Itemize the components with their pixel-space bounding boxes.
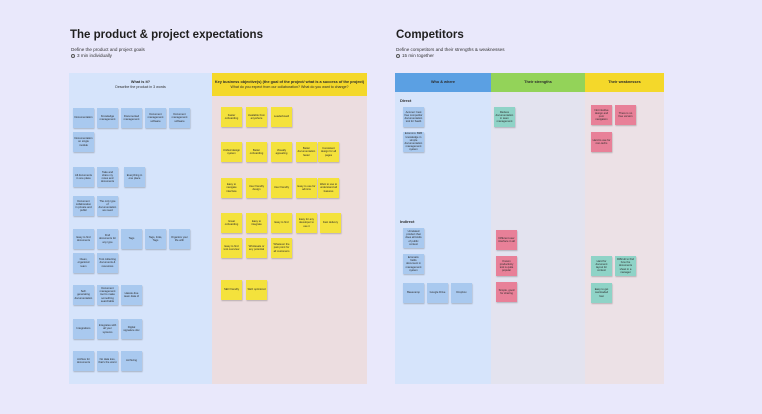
sticky-note[interactable]: Easy to integrate [246,213,267,233]
sticky-note[interactable]: Faster onboarding [221,107,242,127]
sticky-note[interactable]: Hassle-free team data of [121,285,142,305]
sticky-note[interactable]: Archive for documents [73,351,94,371]
sticky-note[interactable]: Integrates with all your systems [97,319,118,339]
sticky-note[interactable]: Ecommo: B2B knowledge in simple document… [403,132,424,152]
sticky-note[interactable]: Better documentation faster [296,142,317,162]
sticky-note[interactable]: Clean, organized team [73,253,94,273]
sticky-note[interactable]: Hard to use for non-techs [591,132,612,152]
sticky-note[interactable]: Reduce documentation in team management [494,107,515,127]
sticky-note[interactable]: Documented management [121,108,142,128]
sticky-note[interactable]: User friendly design [246,178,267,198]
weaknesses-header: Their weaknesses [585,73,664,92]
sticky-note[interactable]: No data loss, that's the worst [97,351,118,371]
sticky-note[interactable]: Easy to use for admins [296,178,317,198]
sticky-note[interactable]: SEO optimized [246,280,267,300]
weaknesses-heading: Their weaknesses [608,79,641,84]
sticky-note[interactable]: Dropbox [451,283,472,303]
sticky-note[interactable]: Hard for document layout for context [591,256,612,276]
left-board-timer: 3 min individually [71,53,112,58]
sticky-note[interactable]: Document management software [169,108,190,128]
sticky-note[interactable]: Whatever the pain point for all customer… [271,238,292,258]
sticky-note[interactable]: Tool collecting documents & resources [97,253,118,273]
right-board-timer: 15 min together [396,53,434,58]
sticky-note[interactable]: Ecomato: fields document in management s… [403,254,424,274]
sticky-note[interactable]: Easy to find documents [73,229,94,249]
sticky-note[interactable]: Google Drive [427,283,448,303]
left-board-subtitle: Define the product and project goals [71,47,145,52]
sticky-note[interactable]: Difficult to find how the documents shee… [615,256,636,276]
strengths-heading: Their strengths [524,79,552,84]
sticky-note[interactable]: Take and share my notes and documents [97,167,118,187]
sticky-note[interactable]: Self-generating documentation [73,285,94,305]
sticky-note[interactable]: Archiving [121,351,142,371]
sticky-note[interactable]: Want to use to understand all features [318,178,339,198]
left-board-title: The product & project expectations [70,29,263,41]
sticky-note[interactable]: Document management software [145,108,166,128]
sticky-note[interactable]: Easy for any developer to use it [296,213,317,233]
sticky-note[interactable]: Leaderboard [271,107,292,127]
sticky-note[interactable]: Unified design system [221,142,242,162]
sticky-note[interactable]: Not intuitive design and poor navigation [591,105,612,125]
who-where-header: Who & where [395,73,491,92]
sticky-note[interactable]: Available from anywhere [246,107,267,127]
sticky-note[interactable]: Acomer: best free competitor documentati… [403,107,424,127]
who-where-heading: Who & where [430,79,456,84]
sticky-note[interactable]: Documentation on single module [73,132,94,152]
sticky-note[interactable]: Documentation [73,108,94,128]
sticky-note[interactable]: There is no free version [615,105,636,125]
sticky-note[interactable]: Integrations [73,319,94,339]
strengths-header: Their strengths [491,73,585,92]
sticky-note[interactable]: Visually appealing [271,142,292,162]
sticky-note[interactable]: The only type of documentation we need [97,196,118,216]
row-label-direct: Direct [400,98,412,103]
sticky-note[interactable]: Basecamp [403,283,424,303]
right-board-timer-text: 15 min together [402,53,434,58]
left-col1-heading: What is it? [130,79,151,84]
sticky-note[interactable]: Great onboarding [221,213,242,233]
left-col2-text: What do you expect from our collaboratio… [230,84,349,89]
left-board-timer-text: 3 min individually [77,53,112,58]
sticky-note[interactable]: All documents in one place [73,167,94,187]
sticky-note[interactable]: Find documents for any type [97,229,118,249]
sticky-note[interactable]: Consistent design for all pages [318,142,339,162]
left-col1-header: What is it? Describe the product in 3 wo… [69,73,212,96]
left-col2-heading: Key business objective(s) (the goal of t… [214,79,365,84]
sticky-note[interactable]: Document management tool to make somethi… [97,285,118,305]
left-col2-header: Key business objective(s) (the goal of t… [212,73,367,96]
sticky-note[interactable]: User friendly [271,178,292,198]
sticky-note[interactable]: Easy to find tool overview [221,238,242,258]
sticky-note[interactable]: Fast delivery [320,213,341,233]
left-col1-text: Describe the product in 3 words [115,84,166,89]
sticky-note[interactable]: Tags, links, Tags [145,229,166,249]
sticky-note[interactable]: Tags [121,229,142,249]
sticky-note[interactable]: Known productivity tool is quite popular [496,256,517,276]
sticky-note[interactable]: Everything in one place [124,167,145,187]
clock-icon [396,53,400,58]
sticky-note[interactable]: Easy to find [271,213,292,233]
right-board-subtitle: Define competitors and their strengths &… [396,47,505,52]
sticky-note[interactable]: Wholesale or any potential [246,238,267,258]
right-board-title: Competitors [396,29,464,41]
sticky-note[interactable]: Simple, good for sharing [496,282,517,302]
sticky-note[interactable]: Knowledge management [97,108,118,128]
sticky-note[interactable]: Unrelated product that does all kinds of… [403,228,424,248]
sticky-note[interactable]: Document collaboration in private and pu… [73,196,94,216]
sticky-note[interactable]: Easy to navigate interface [221,178,242,198]
sticky-note[interactable]: Better onboarding [246,142,267,162]
row-label-indirect: Indirect [400,219,415,224]
sticky-note[interactable]: Digital signature doc [121,319,142,339]
sticky-note[interactable]: Organize your life with [169,229,190,249]
sticky-note[interactable]: SEO friendly [221,280,242,300]
sticky-note[interactable]: Easy to get overloaded fast [591,283,612,303]
clock-icon [71,53,75,58]
sticky-note[interactable]: Different user interface in all [496,230,517,250]
